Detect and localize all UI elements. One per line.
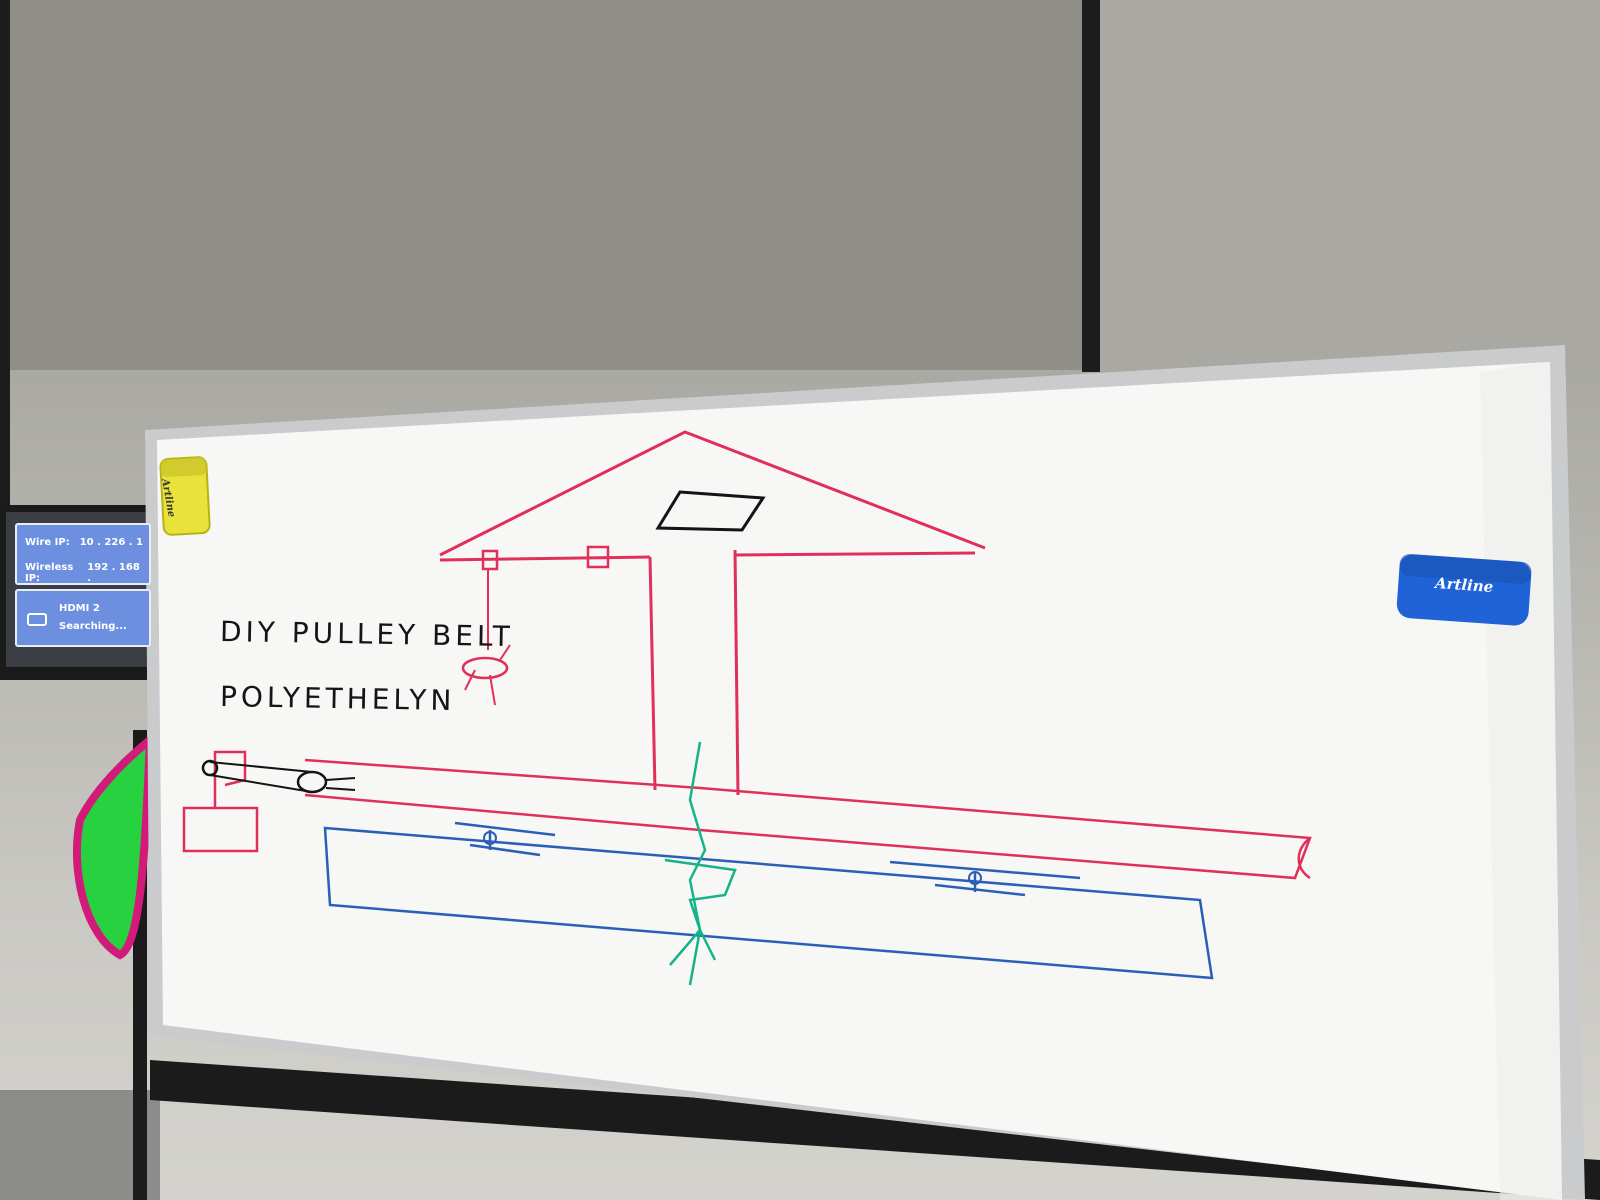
screen-frame-right bbox=[1082, 0, 1100, 372]
whiteboard-surface bbox=[157, 362, 1562, 1200]
house-box-2 bbox=[586, 545, 610, 569]
lamp-legs bbox=[464, 644, 511, 706]
house-roof bbox=[439, 430, 986, 557]
red-belt-end bbox=[1297, 837, 1311, 880]
wire-ip-label: Wire IP: bbox=[25, 537, 70, 548]
right-wall bbox=[1100, 0, 1600, 372]
yellow-eraser bbox=[159, 456, 211, 536]
input-name: HDMI 2 bbox=[59, 603, 100, 614]
projection-screen bbox=[0, 0, 1090, 370]
house-box-1 bbox=[481, 549, 499, 571]
green-assembly bbox=[664, 858, 737, 966]
tv-ip-panel: Wire IP: 10 . 226 . 1 Wireless IP: 192 .… bbox=[15, 523, 151, 585]
blue-eraser bbox=[1396, 554, 1532, 626]
screen-frame-left bbox=[0, 0, 10, 670]
input-status: Searching... bbox=[59, 621, 127, 632]
blue-belt bbox=[323, 826, 1214, 980]
house-ceiling-left bbox=[439, 555, 651, 562]
house-wall-left bbox=[648, 556, 657, 791]
wireless-ip-value: 192 . 168 . bbox=[87, 562, 140, 584]
red-belt bbox=[304, 758, 1312, 880]
motor-mount bbox=[213, 750, 247, 808]
lamp-shade bbox=[461, 656, 509, 680]
wireless-ip-label: Wireless IP: bbox=[25, 562, 74, 584]
house-wall-right bbox=[733, 549, 740, 796]
hdmi-icon bbox=[27, 613, 47, 626]
blue-bracket-1 bbox=[454, 821, 556, 857]
knitted-bag bbox=[73, 731, 155, 960]
stand-crossbar bbox=[150, 1060, 1600, 1200]
board-heading: DIY PULLEY BELT bbox=[219, 615, 515, 654]
wire-ip-value: 10 . 226 . 1 bbox=[79, 537, 143, 548]
house-ceiling-right bbox=[734, 551, 976, 557]
blue-bracket-2 bbox=[889, 860, 1081, 897]
motor-box bbox=[182, 806, 259, 853]
roof-skylight bbox=[655, 490, 766, 532]
board-subheading: POLYETHELYN bbox=[219, 680, 456, 718]
tv-input-panel: HDMI 2 Searching... bbox=[15, 589, 151, 647]
blue-roller-2 bbox=[968, 871, 982, 885]
drive-belt bbox=[209, 761, 356, 793]
blue-roller-1 bbox=[483, 831, 497, 845]
